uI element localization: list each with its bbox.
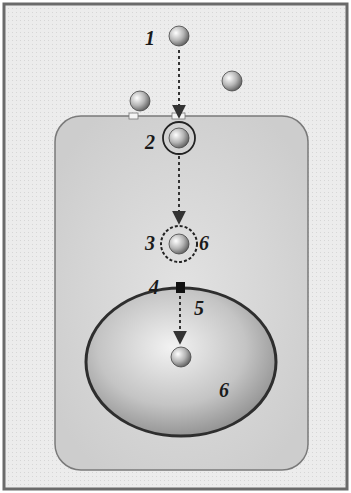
- uptake-arrow: [178, 50, 180, 116]
- callout-number: 6: [219, 380, 229, 400]
- import-arrow: [179, 296, 181, 342]
- particle: [171, 347, 191, 367]
- nuclear-pore: [176, 282, 185, 293]
- callout-number: 6: [199, 233, 209, 253]
- particle: [222, 71, 242, 91]
- callout-number: 4: [149, 277, 159, 297]
- callout-number: 1: [145, 28, 155, 48]
- cell-body: [55, 116, 308, 470]
- membrane-receptor: [172, 113, 185, 119]
- callout-number: 5: [194, 298, 204, 318]
- background-frame: [4, 4, 347, 489]
- callout-number: 3: [145, 233, 155, 253]
- endocytic-vesicle: [163, 122, 195, 154]
- particle: [169, 234, 189, 254]
- membrane-receptor: [129, 113, 138, 119]
- particle: [130, 91, 150, 111]
- particle: [169, 128, 189, 148]
- vesicle-membrane: [161, 226, 197, 262]
- nucleus: [86, 288, 276, 436]
- transport-arrow: [178, 156, 180, 222]
- particle: [169, 26, 189, 46]
- callout-number: 2: [145, 132, 155, 152]
